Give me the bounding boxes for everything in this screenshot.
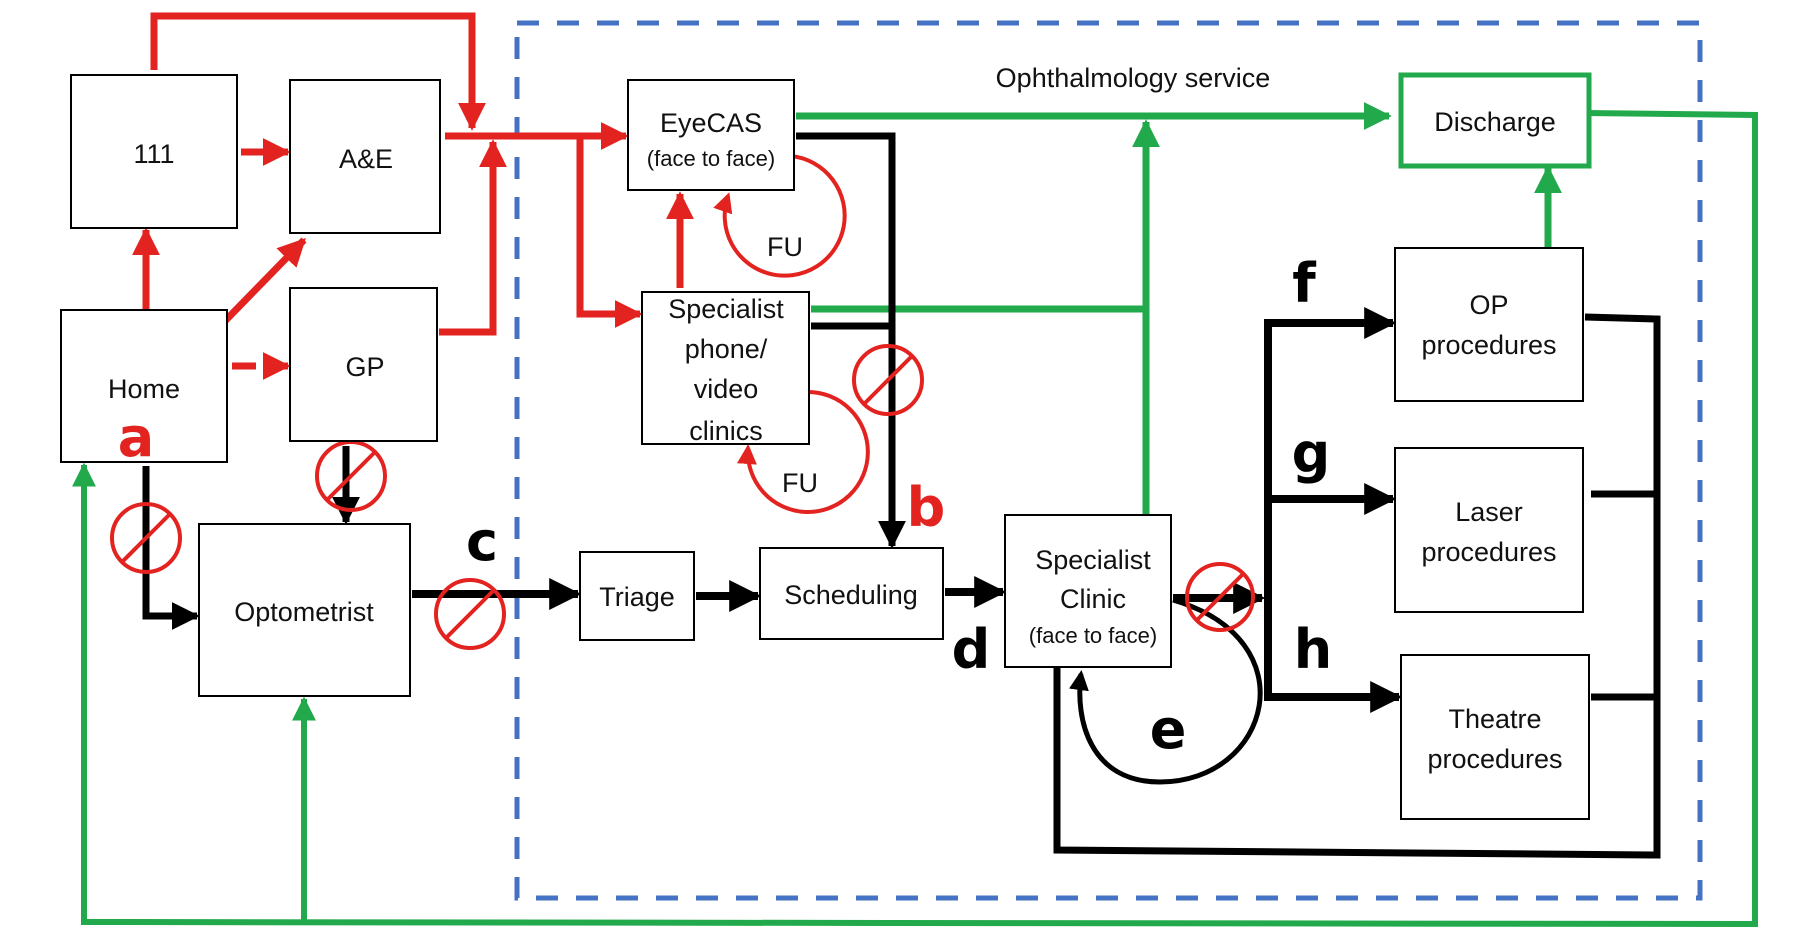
blocked-icon <box>852 344 924 416</box>
node-gp-label: GP <box>345 352 384 382</box>
spec-phone-label-2: phone/ <box>685 334 768 364</box>
node-eyecas-label: EyeCAS <box>660 108 762 138</box>
discharge-pathways <box>72 102 1758 928</box>
node-eyecas: EyeCAS (face to face) <box>627 79 795 191</box>
spec-phone-fu-label: FU <box>782 468 818 498</box>
node-eyecas-sublabel: (face to face) <box>647 146 775 171</box>
blocked-symbols <box>110 344 1255 650</box>
annotation-c: c <box>466 510 498 573</box>
eyecas-fu-label: FU <box>767 232 803 262</box>
annotation-b: b <box>907 476 946 539</box>
home-to-optometrist-line <box>142 466 200 630</box>
node-triage: Triage <box>579 551 695 641</box>
spec-phone-label-3: video <box>694 374 759 404</box>
spec-clinic-label-2: Clinic <box>1060 584 1126 614</box>
blocked-icon <box>315 440 387 512</box>
node-discharge-label: Discharge <box>1434 107 1556 137</box>
spec-clinic-label-3: (face to face) <box>1029 623 1157 648</box>
annotation-f: f <box>1292 252 1316 315</box>
op-label-1: OP <box>1469 290 1508 320</box>
annotation-a: a <box>118 406 154 469</box>
node-laser-procedures: Laser procedures <box>1394 447 1584 613</box>
theatre-label-2: procedures <box>1427 744 1562 774</box>
procedures-return-line <box>1053 313 1661 859</box>
node-optometrist-label: Optometrist <box>234 597 374 627</box>
node-scheduling: Scheduling <box>759 547 944 640</box>
blocked-icon <box>434 578 506 650</box>
spec-phone-label-1: Specialist <box>668 294 784 324</box>
laser-label-2: procedures <box>1421 537 1556 567</box>
annotation-g: g <box>1292 422 1331 485</box>
node-triage-label: Triage <box>599 582 675 612</box>
node-home-label: Home <box>108 374 180 404</box>
node-theatre-procedures: Theatre procedures <box>1400 654 1590 820</box>
main-pathway <box>142 132 1661 859</box>
eyecas-fu-loop <box>713 154 847 278</box>
eyecas-to-scheduling-line <box>796 132 906 549</box>
node-111: 111 <box>70 74 238 229</box>
annotation-d: d <box>952 618 991 681</box>
spec-phone-label-4: clinics <box>689 416 763 446</box>
node-home: Home <box>60 309 228 463</box>
laser-label-1: Laser <box>1455 497 1523 527</box>
procedures-branch-line <box>1264 323 1403 713</box>
node-op-procedures: OP procedures <box>1394 247 1584 402</box>
ophthalmology-service-boundary <box>514 20 1703 901</box>
node-optometrist: Optometrist <box>198 523 411 697</box>
referral-pathways <box>132 12 870 514</box>
annotation-e: e <box>1150 698 1187 761</box>
blocked-icon <box>110 502 182 574</box>
ophthalmology-service-label: Ophthalmology service <box>996 63 1271 93</box>
node-specialist-clinic: Specialist Clinic (face to face) <box>1004 514 1172 668</box>
spec-phone-fu-loop <box>736 389 870 514</box>
node-ae: A&E <box>289 79 441 234</box>
to-spec-phone-arrow <box>576 136 643 328</box>
annotation-h: h <box>1294 618 1332 681</box>
home-to-ae-arrow <box>221 237 307 325</box>
op-label-2: procedures <box>1421 330 1556 360</box>
node-discharge: Discharge <box>1398 72 1592 169</box>
theatre-label-1: Theatre <box>1448 704 1541 734</box>
node-ae-label: A&E <box>339 144 393 174</box>
node-111-label: 111 <box>133 139 174 169</box>
111-to-eyecas-line <box>150 12 486 131</box>
node-gp: GP <box>289 287 438 442</box>
gp-to-eyecas-line <box>439 139 507 336</box>
blocked-icon <box>1185 562 1255 632</box>
discharge-return-line <box>72 110 1758 928</box>
node-scheduling-label: Scheduling <box>784 580 918 610</box>
clinic-review-loop <box>1069 597 1263 785</box>
node-specialist-phone-video: Specialist phone/ video clinics <box>641 291 810 446</box>
spec-clinic-label-1: Specialist <box>1035 545 1151 575</box>
